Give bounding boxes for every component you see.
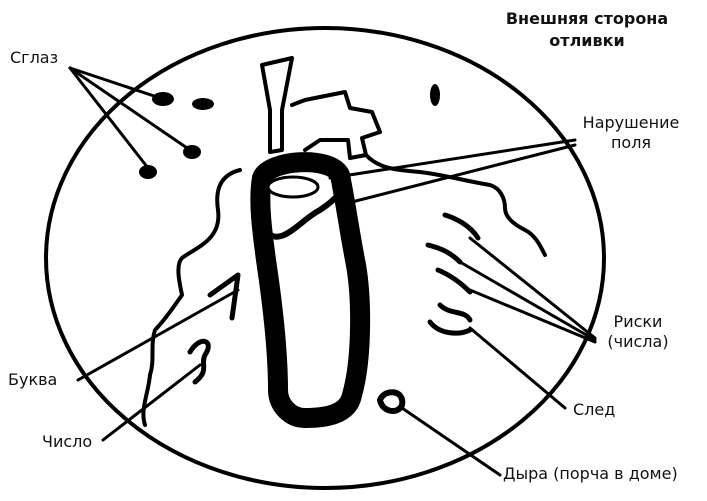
field-break-pointer-1 (330, 140, 575, 178)
sglaz-pointer-3 (70, 68, 148, 168)
scratch-4 (440, 305, 470, 320)
scratches-pointer-3 (470, 290, 595, 342)
scratch-3 (438, 270, 470, 292)
scratches-line-1: Риски (598, 312, 678, 332)
casting-right-edge (366, 155, 545, 255)
scratch-2 (428, 245, 460, 262)
evil-eye-blob-1 (152, 92, 174, 106)
title-line-1: Внешняя сторона (477, 8, 697, 30)
diagram-title: Внешняя сторона отливки (477, 8, 697, 52)
bottle-figure (260, 162, 360, 418)
evil-eye-blob-2 (192, 98, 214, 110)
casting-upper-fragment (292, 92, 380, 158)
scratch-1 (445, 215, 478, 238)
scratches-pointer-2 (460, 262, 595, 340)
hole-mark (380, 392, 402, 411)
title-line-2: отливки (477, 30, 697, 52)
field-break-line-2: поля (566, 133, 696, 153)
scratches-pointer-1 (470, 238, 595, 338)
trace-pointer (470, 328, 565, 408)
letter-pointer (78, 290, 238, 380)
label-trace: След (573, 400, 615, 420)
label-number: Число (42, 432, 92, 452)
field-break-pointer-2 (340, 145, 575, 205)
scratches-line-2: (числа) (598, 332, 678, 352)
field-break-line-1: Нарушение (566, 113, 696, 133)
bottle-neck-hole (268, 177, 318, 197)
label-scratches: Риски (числа) (598, 312, 678, 352)
label-sglaz: Сглаз (10, 48, 58, 68)
label-letter: Буква (8, 370, 57, 390)
evil-eye-blob-5 (430, 84, 440, 106)
label-field-break: Нарушение поля (566, 113, 696, 153)
label-hole: Дыра (порча в доме) (503, 464, 678, 484)
scratch-5 (430, 322, 470, 333)
casting-stick (262, 58, 292, 152)
